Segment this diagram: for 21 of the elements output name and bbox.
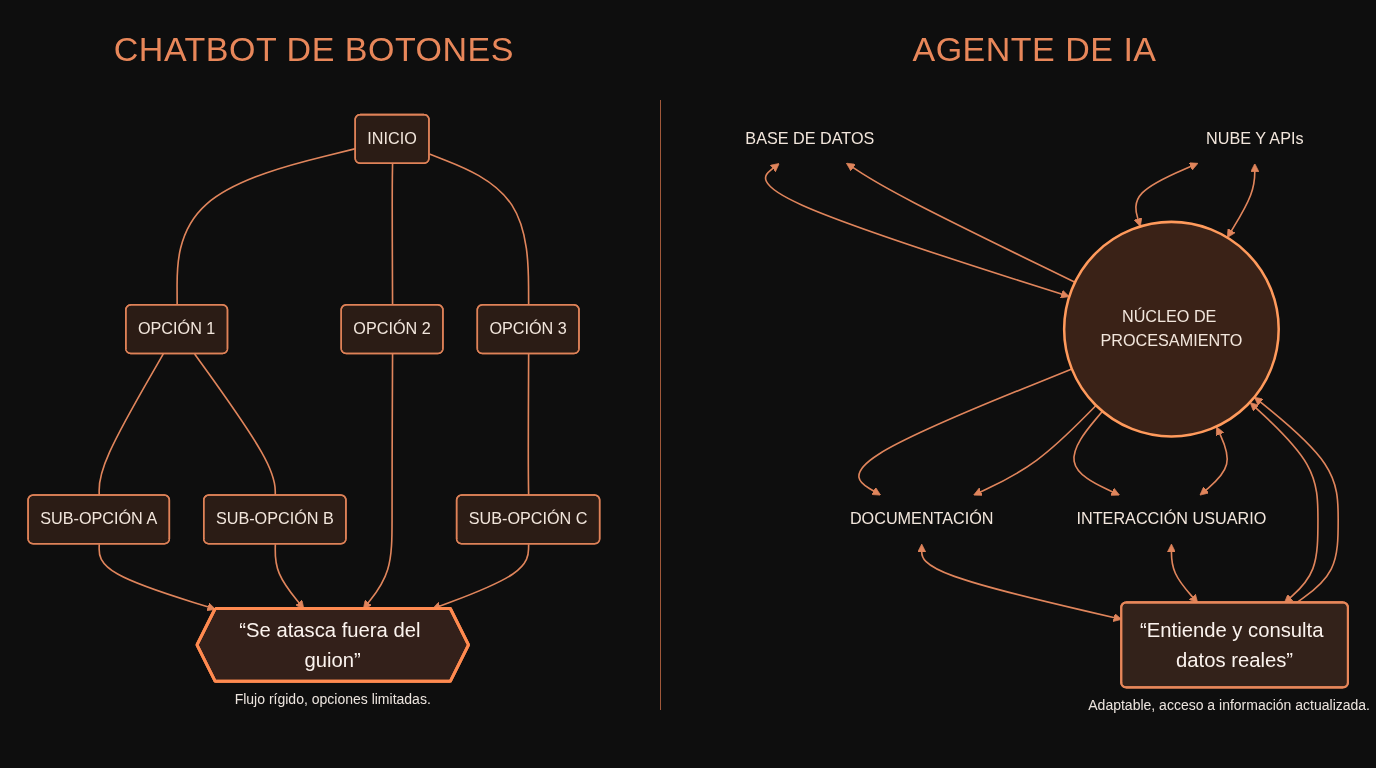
arrow (1226, 163, 1260, 238)
arrow (98, 543, 216, 612)
arrow (1199, 426, 1229, 496)
column-title: AGENTE DE IA (912, 30, 1157, 69)
arrow (1073, 410, 1120, 496)
column-title: CHATBOT DE BOTONES (113, 30, 514, 69)
arrow (764, 163, 1070, 299)
connector (193, 353, 277, 497)
node-text: BASE DE DATOS (745, 129, 875, 147)
node-text: DOCUMENTACIÓN (849, 510, 994, 528)
node-circle: NÚCLEO DE PROCESAMIENTO (1062, 220, 1280, 438)
node-caption: Flujo rígido, opciones limitadas. (234, 691, 431, 708)
node-caption: Adaptable, acceso a información actualizada. (1088, 697, 1370, 714)
connector (98, 353, 165, 497)
arrow (1133, 162, 1199, 227)
arrow (973, 404, 1097, 496)
connector (527, 353, 530, 497)
node-text: NUBE Y APIs (1206, 129, 1304, 147)
arrow (846, 162, 1076, 284)
node-text: INTERACCIÓN USUARIO (1076, 510, 1267, 528)
arrow (858, 368, 1073, 496)
